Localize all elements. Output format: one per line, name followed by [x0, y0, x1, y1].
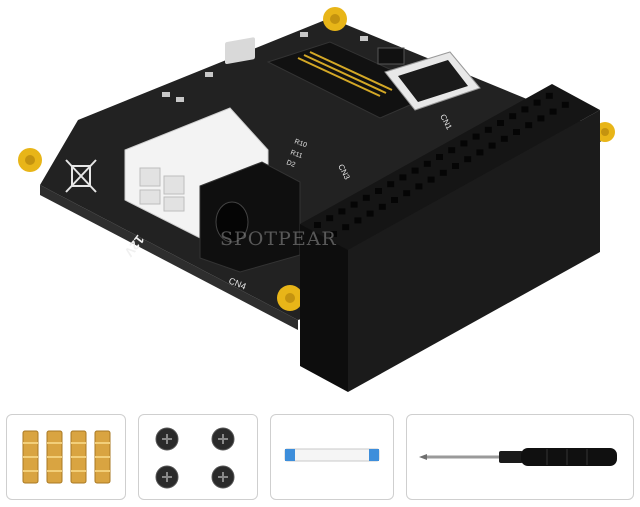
gpio-hole	[387, 181, 395, 188]
gpio-header-side	[348, 110, 600, 392]
gpio-hole	[488, 142, 496, 149]
gpio-hole	[460, 140, 468, 147]
gpio-hole	[423, 160, 431, 167]
gpio-hole	[549, 108, 557, 115]
silkscreen-r10: R10	[293, 138, 308, 149]
silkscreen-r11: R11	[289, 149, 303, 160]
gpio-hole	[436, 154, 443, 160]
ffc-cable-icon	[284, 448, 380, 462]
accessory-ffc-cable	[270, 414, 394, 500]
gpio-hole	[476, 149, 484, 156]
gpio-hole	[399, 174, 407, 181]
gpio-hole	[452, 163, 459, 169]
gpio-hole	[545, 92, 553, 99]
gpio-hole	[509, 113, 517, 120]
smd-components	[162, 32, 368, 102]
inductor	[225, 37, 255, 65]
gpio-header-front	[300, 224, 348, 392]
gpio-hole	[513, 129, 520, 135]
gpio-hole	[354, 217, 362, 224]
gpio-hole	[521, 106, 529, 113]
gpio-hole	[500, 135, 508, 142]
gpio-hole	[415, 183, 423, 190]
product-photo: CN4 CN1 CN3 R10 R11 D2 12V SPOTPEAR	[18, 7, 615, 392]
gpio-hole	[338, 208, 346, 215]
gpio-hole	[314, 222, 321, 228]
gpio-hole	[403, 190, 411, 197]
gpio-hole	[427, 176, 435, 183]
gpio-hole	[375, 188, 382, 194]
pcie-slot-pins	[297, 51, 393, 97]
ic-chip	[377, 47, 405, 65]
gpio-header-top	[300, 84, 600, 250]
pcb-board	[40, 18, 612, 320]
gpio-hole	[326, 215, 334, 222]
gpio-hole	[472, 133, 480, 140]
brass-standoff-icon	[22, 430, 111, 484]
weee-bin-icon	[65, 159, 97, 193]
gpio-hole	[378, 203, 386, 210]
gpio-hole	[330, 231, 337, 237]
accessory-screwdriver	[406, 414, 634, 500]
accessory-standoffs	[6, 414, 126, 500]
gpio-hole	[484, 126, 492, 133]
watermark: SPOTPEAR	[220, 228, 337, 250]
accessories-row	[0, 406, 640, 501]
gpio-hole	[448, 147, 456, 154]
gpio-hole	[525, 122, 533, 129]
accessory-screws	[138, 414, 258, 500]
gpio-hole	[411, 167, 419, 174]
gpio-hole	[362, 194, 370, 201]
gpio-hole	[350, 201, 358, 208]
gpio-hole	[342, 224, 350, 231]
gpio-hole	[561, 101, 569, 108]
gpio-hole	[537, 115, 545, 122]
gpio-header-holes	[314, 92, 569, 237]
screw-icon	[155, 427, 235, 489]
gpio-hole	[439, 169, 447, 176]
pcb-board-edge	[40, 185, 298, 330]
gpio-hole	[391, 197, 398, 203]
gpio-hole	[464, 156, 472, 163]
silkscreen-d2: D2	[285, 159, 296, 169]
gpio-hole	[497, 120, 504, 126]
gpio-hole	[366, 210, 374, 217]
screwdriver-icon	[419, 448, 617, 466]
board-illustration: CN4 CN1 CN3 R10 R11 D2 12V	[18, 7, 615, 392]
gpio-hole	[533, 99, 541, 106]
